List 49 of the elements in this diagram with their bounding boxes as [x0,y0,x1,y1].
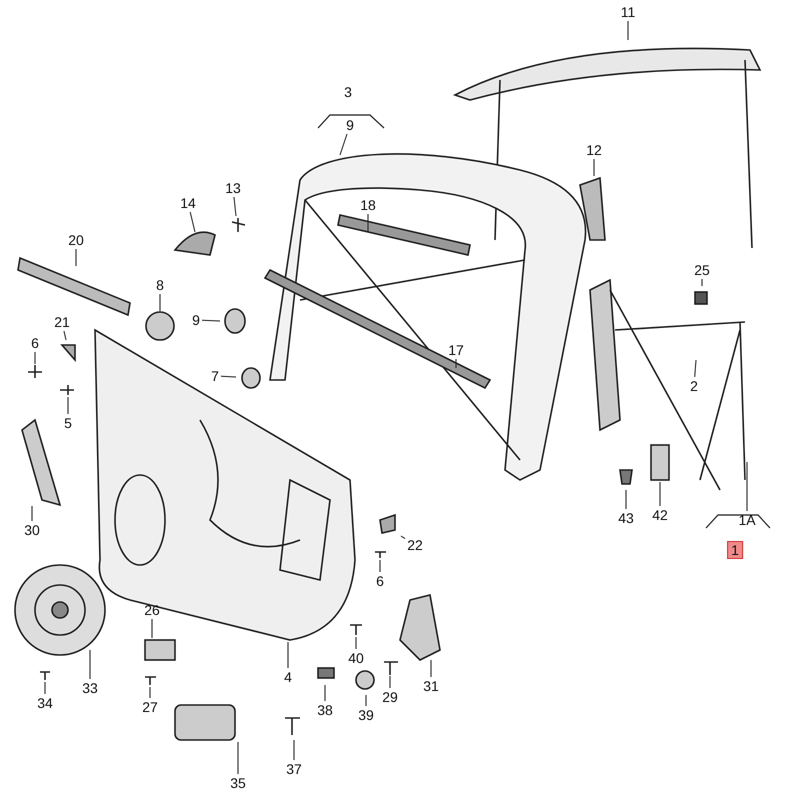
callout-number: 6 [31,335,39,351]
callout-number: 26 [144,602,160,618]
leader-line [340,134,348,156]
leader-line [220,376,236,378]
callout-number: 12 [586,142,602,158]
callout-number: 38 [317,702,333,718]
leader-line [400,536,406,540]
callout-number: 18 [360,197,376,213]
leader-line [44,682,46,694]
callout-number: 29 [382,689,398,705]
callout-number: 39 [358,707,374,723]
leader-line [64,330,66,340]
callout-number: 17 [448,342,464,358]
leader-line [34,352,36,364]
callout-number: 22 [407,537,423,553]
callout-number: 7 [211,368,219,384]
callout-number: 37 [286,761,302,777]
callout-number: 9 [346,117,354,133]
callout-number: 20 [68,232,84,248]
callout-number: 31 [423,678,439,694]
callout-number: 30 [24,522,40,538]
callout-number: 6 [376,573,384,589]
callout-number: 8 [156,277,164,293]
leader-line [746,462,748,512]
callout-number: 9 [192,312,200,328]
callout-number: 34 [37,695,53,711]
callout-number: 27 [142,699,158,715]
leader-line [202,320,220,322]
callout-number: 42 [652,507,668,523]
callout-number: 1A [738,512,756,528]
callout-number: 21 [54,314,70,330]
callout-number: 43 [618,510,634,526]
callout-number: 35 [230,775,246,791]
leader-line [694,360,696,378]
callout-number: 5 [64,415,72,431]
leader-line [190,212,196,232]
leader-line [233,196,236,216]
callout-number: 1 [727,541,743,559]
callout-number: 2 [690,378,698,394]
callout-number: 40 [348,650,364,666]
callout-number: 25 [694,262,710,278]
callout-number: 14 [180,195,196,211]
leader-line [430,660,432,678]
callout-number: 33 [82,680,98,696]
leader-line [324,684,326,702]
callout-number: 13 [225,180,241,196]
callout-number: 3 [344,84,352,100]
callout-number: 4 [284,669,292,685]
callout-number: 11 [620,4,636,20]
